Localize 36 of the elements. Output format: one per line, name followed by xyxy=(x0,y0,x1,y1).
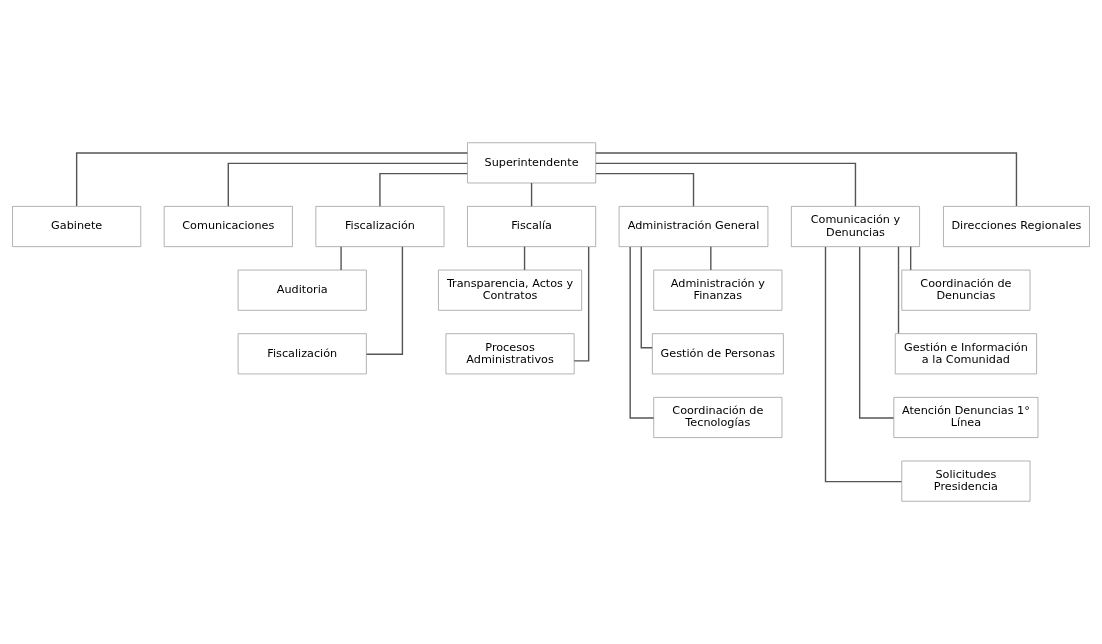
node-box: Gabinete xyxy=(12,206,142,248)
node-box: Administración y Finanzas xyxy=(653,269,783,311)
connector xyxy=(340,245,342,271)
node-box: Comunicación y Denuncias xyxy=(790,206,920,248)
node-box: Solicitudes Presidencia xyxy=(901,460,1031,502)
node-box: Auditoria xyxy=(237,269,367,311)
node-box: Fiscalización xyxy=(237,333,367,375)
connector xyxy=(595,152,1018,207)
node-box: Atención Denuncias 1° Línea xyxy=(893,396,1039,438)
connector xyxy=(897,246,900,335)
node-box: Administración General xyxy=(618,206,769,248)
connector xyxy=(909,245,912,271)
node-box: Fiscalización xyxy=(315,206,445,248)
connector xyxy=(595,162,857,207)
connector xyxy=(523,245,526,271)
node-box: Superintendente xyxy=(467,142,597,184)
connector xyxy=(858,246,895,419)
connector xyxy=(629,246,655,419)
connector xyxy=(365,246,404,355)
connector xyxy=(530,182,533,207)
connector xyxy=(710,245,712,271)
connector xyxy=(640,246,653,349)
connector xyxy=(824,246,903,483)
connector xyxy=(75,152,469,207)
connector xyxy=(227,162,468,207)
node-box: Transparencia, Actos y Contratos xyxy=(438,269,583,311)
node-box: Fiscalía xyxy=(467,206,597,248)
node-box: Direcciones Regionales xyxy=(943,206,1090,248)
node-box: Procesos Administrativos xyxy=(445,333,575,375)
node-box: Coordinación de Denuncias xyxy=(901,269,1031,311)
connector xyxy=(379,172,468,207)
node-box: Gestión de Personas xyxy=(651,333,784,375)
node-box: Gestión e Información a la Comunidad xyxy=(894,333,1037,375)
node-box: Coordinación de Tecnologías xyxy=(653,396,783,438)
node-box: Comunicaciones xyxy=(163,206,293,248)
connector xyxy=(595,172,695,207)
